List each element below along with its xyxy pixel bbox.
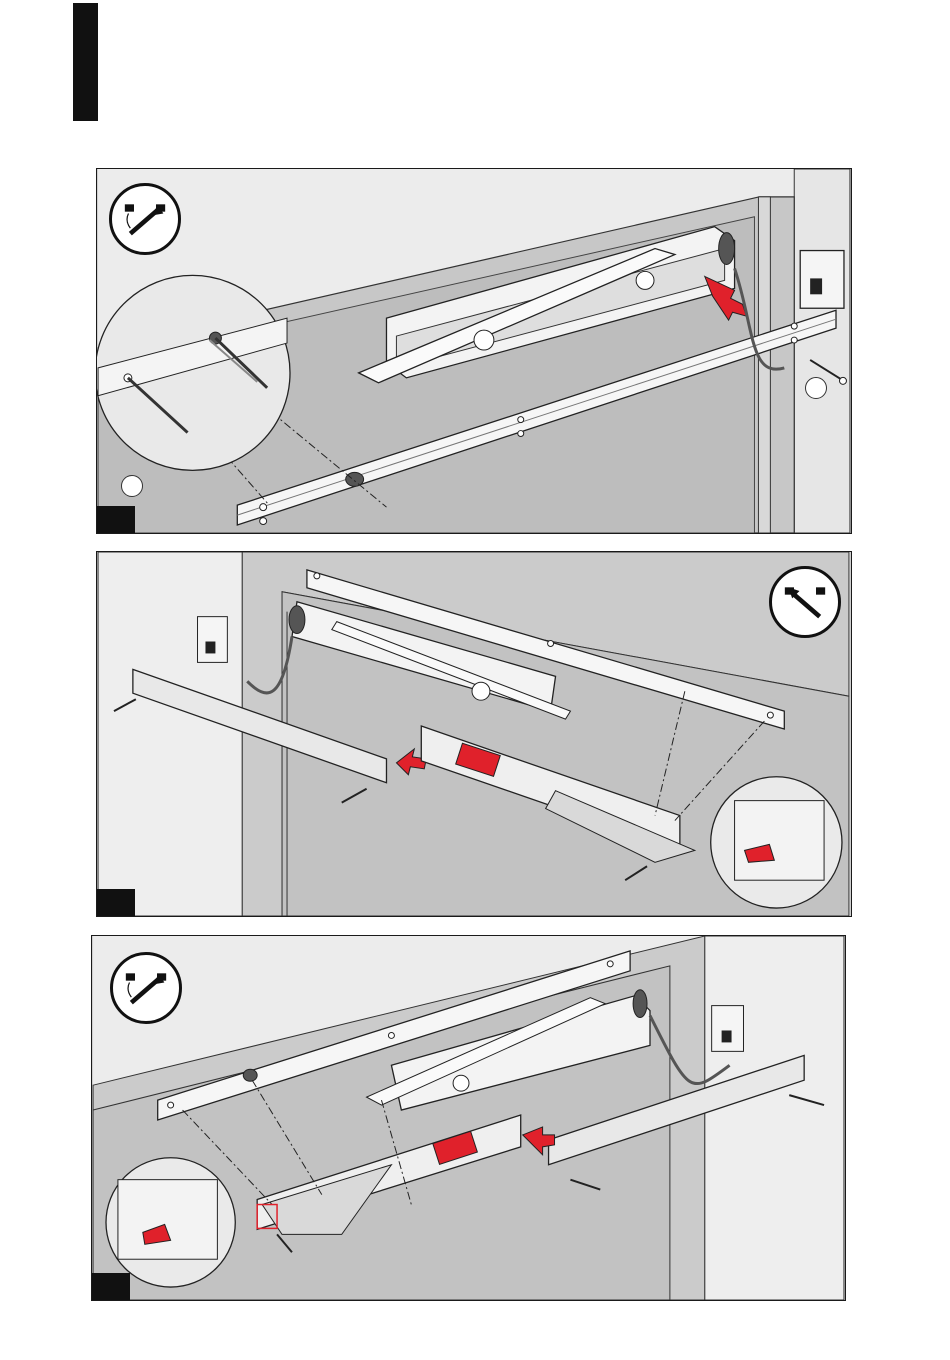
- junction-box-icon: [198, 617, 228, 663]
- step-2-illustration: [97, 552, 851, 916]
- arm-swing-icon: [769, 566, 841, 638]
- arm-swing-icon: [109, 183, 181, 255]
- detail-magnifier: [97, 275, 290, 470]
- junction-box-icon: [800, 251, 844, 309]
- step-tab-3: [92, 1273, 130, 1300]
- step-1-illustration: [97, 169, 851, 533]
- wall-edge: [794, 169, 850, 533]
- detail-magnifier: [711, 777, 842, 908]
- step-tab-1: [97, 506, 135, 533]
- arm-swing-icon: [110, 952, 182, 1024]
- wall-edge: [98, 552, 242, 916]
- step-panel-1: [96, 168, 852, 534]
- edge-tab-marker: [73, 3, 98, 121]
- step-panel-3: [91, 935, 846, 1301]
- step-tab-2: [97, 889, 135, 916]
- wall-edge: [705, 936, 844, 1300]
- callout-circle: [121, 475, 143, 497]
- step-3-illustration: [92, 936, 845, 1300]
- callout-circle: [805, 377, 827, 399]
- step-panel-2: [96, 551, 852, 917]
- junction-box-icon: [712, 1006, 744, 1052]
